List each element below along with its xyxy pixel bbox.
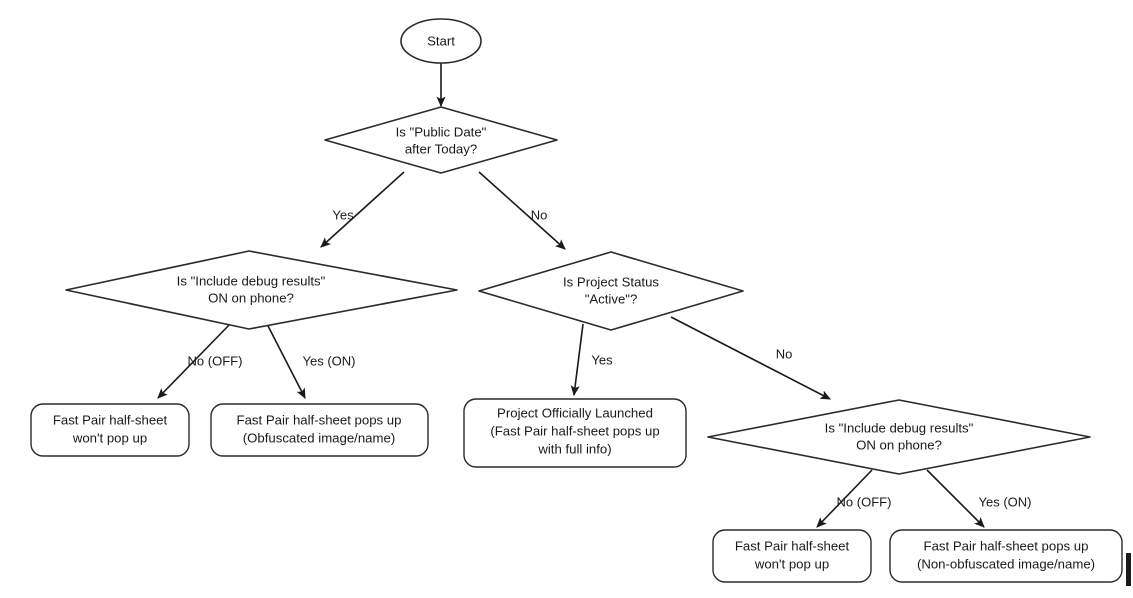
node-right-on-result[interactable]: Fast Pair half-sheet pops up (Non-obfusc…: [889, 529, 1123, 583]
edge-line-debug-left-yes: [265, 321, 306, 399]
edge-line-debug-right-yes: [926, 469, 985, 528]
right-on-result-box[interactable]: [889, 529, 1123, 583]
edge-line-public-date-no: [478, 171, 566, 250]
launched-result-line3: with full info): [537, 441, 611, 456]
node-public-date-decision[interactable]: Is "Public Date" after Today?: [324, 106, 558, 174]
project-status-line1: Is Project Status: [563, 274, 659, 289]
left-on-result-line1: Fast Pair half-sheet pops up: [237, 412, 402, 427]
public-date-line2: after Today?: [405, 141, 477, 156]
debug-results-left-line2: ON on phone?: [208, 290, 294, 305]
edge-debug-left-no: No (OFF): [157, 321, 243, 399]
project-status-diamond[interactable]: [478, 251, 744, 331]
debug-results-left-line1: Is "Include debug results": [177, 273, 326, 288]
start-ellipse[interactable]: [400, 18, 482, 64]
edge-public-date-no: No: [478, 171, 566, 250]
debug-results-right-line2: ON on phone?: [856, 437, 942, 452]
edge-label-debug-left-no: No (OFF): [188, 353, 243, 368]
edge-label-debug-right-yes: Yes (ON): [979, 494, 1032, 509]
node-launched-result[interactable]: Project Officially Launched (Fast Pair h…: [463, 398, 687, 468]
launched-result-box[interactable]: [463, 398, 687, 468]
node-debug-results-right-decision[interactable]: Is "Include debug results" ON on phone?: [707, 399, 1091, 475]
launched-result-line1: Project Officially Launched: [497, 405, 653, 420]
left-on-result-box[interactable]: [210, 403, 429, 457]
left-on-result-line2: (Obfuscated image/name): [243, 430, 395, 445]
edge-line-public-date-yes: [320, 171, 405, 248]
edge-artifact-mark: [1126, 553, 1131, 586]
edge-project-status-no: No: [670, 316, 831, 400]
left-off-result-box[interactable]: [30, 403, 190, 457]
right-off-result-line1: Fast Pair half-sheet: [735, 538, 850, 553]
right-on-result-line2: (Non-obfuscated image/name): [917, 556, 1095, 571]
right-off-result-line2: won't pop up: [754, 556, 829, 571]
edge-label-public-date-no: No: [531, 207, 548, 222]
node-left-on-result[interactable]: Fast Pair half-sheet pops up (Obfuscated…: [210, 403, 429, 457]
debug-results-right-line1: Is "Include debug results": [825, 420, 974, 435]
project-status-line2: "Active"?: [585, 291, 638, 306]
edge-line-project-status-yes: [570, 323, 584, 397]
edge-debug-right-no: No (OFF): [816, 469, 892, 528]
right-on-result-line1: Fast Pair half-sheet pops up: [924, 538, 1089, 553]
node-debug-results-left-decision[interactable]: Is "Include debug results" ON on phone?: [65, 250, 458, 330]
edge-label-public-date-yes: Yes: [332, 207, 354, 222]
edge-line-debug-right-no: [816, 469, 873, 528]
node-project-status-decision[interactable]: Is Project Status "Active"?: [478, 251, 744, 331]
edge-line-debug-left-no: [157, 321, 233, 399]
edge-label-project-status-yes: Yes: [591, 352, 613, 367]
right-off-result-box[interactable]: [712, 529, 872, 583]
edge-public-date-yes: Yes: [320, 171, 405, 248]
public-date-diamond[interactable]: [324, 106, 558, 174]
debug-results-left-diamond[interactable]: [65, 250, 458, 330]
edge-line-project-status-no: [670, 316, 831, 400]
left-off-result-line2: won't pop up: [72, 430, 147, 445]
edge-label-debug-left-yes: Yes (ON): [303, 353, 356, 368]
edge-debug-left-yes: Yes (ON): [265, 321, 356, 399]
launched-result-line2: (Fast Pair half-sheet pops up: [490, 423, 659, 438]
edge-debug-right-yes: Yes (ON): [926, 469, 1032, 528]
public-date-line1: Is "Public Date": [396, 124, 487, 139]
node-left-off-result[interactable]: Fast Pair half-sheet won't pop up: [30, 403, 190, 457]
debug-results-right-diamond[interactable]: [707, 399, 1091, 475]
start-label: Start: [427, 33, 455, 48]
node-right-off-result[interactable]: Fast Pair half-sheet won't pop up: [712, 529, 872, 583]
left-off-result-line1: Fast Pair half-sheet: [53, 412, 168, 427]
edge-label-debug-right-no: No (OFF): [837, 494, 892, 509]
edge-label-project-status-no: No: [776, 346, 793, 361]
node-start[interactable]: Start: [400, 18, 482, 64]
edge-project-status-yes: Yes: [570, 323, 613, 397]
